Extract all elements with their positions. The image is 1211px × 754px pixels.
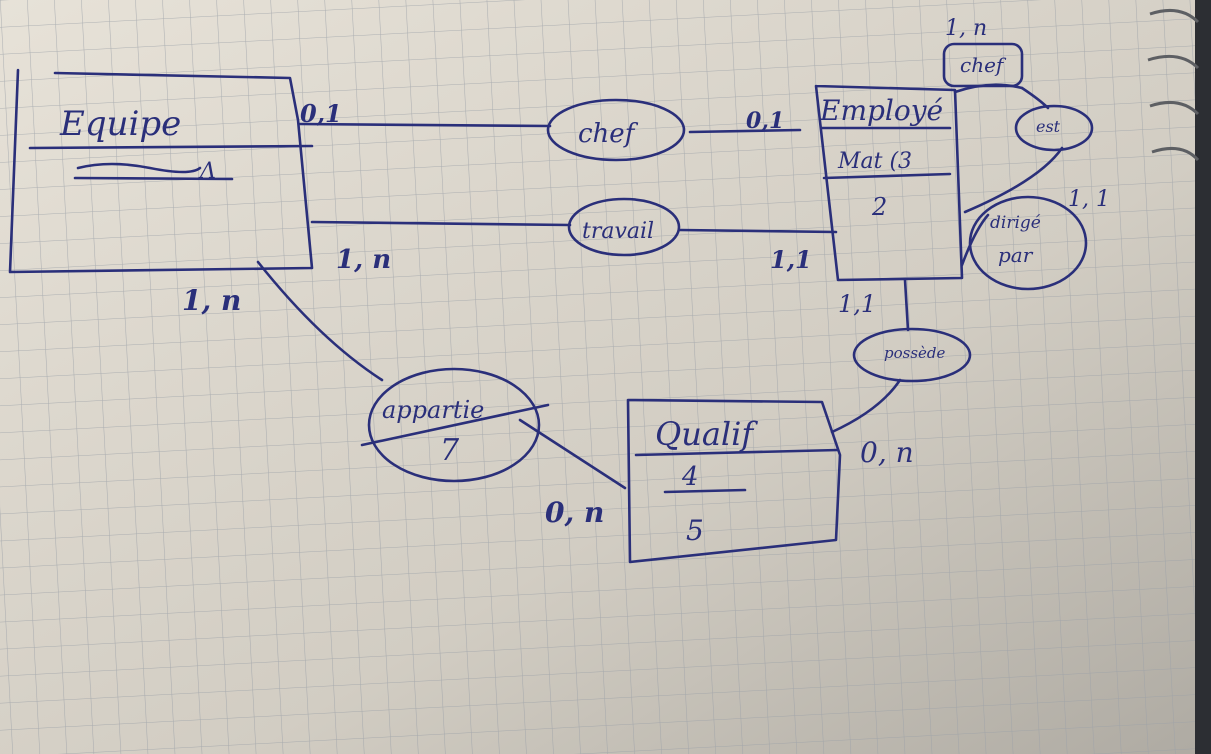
relation-chef-top-label: chef (960, 53, 1007, 77)
relation-chef-label: chef (578, 119, 639, 149)
card-equipe-chef: 0,1 (300, 99, 342, 128)
card-employe-possede: 1,1 (838, 290, 876, 318)
entity-equipe-name: Equipe (59, 104, 181, 144)
card-qualif-possede: 0, n (860, 436, 914, 469)
relation-dirige-par: dirigé par (960, 195, 1088, 291)
entity-qualif-attr-2: 5 (686, 514, 704, 547)
identifier-underline (73, 176, 234, 181)
entity-employe-attr-2: 2 (871, 193, 887, 221)
card-qualif-appartient: 0, n (545, 496, 604, 529)
relation-appartient: appartie 7 (256, 260, 627, 490)
entity-employe-attr-1: Mat (3 (837, 149, 912, 174)
entity-employe-name: Employé (819, 94, 943, 127)
relation-appartient-label: appartie (382, 396, 484, 424)
entity-equipe: Equipe Λ (8, 68, 314, 274)
cardinality-labels: 0,1 0,1 1, n 1,1 1, n 1, n 1, 1 1,1 0, n… (182, 16, 1110, 529)
relation-appartient-attr: 7 (440, 433, 460, 468)
card-employe-dirige: 1, 1 (1068, 187, 1110, 212)
notebook-edge (1195, 0, 1211, 754)
relation-possede-label: possède (884, 344, 946, 362)
entity-qualif-attr-1: 4 (681, 462, 699, 492)
entity-qualif: Qualif 4 5 (626, 398, 842, 564)
card-employe-est: 1, n (945, 16, 987, 41)
relation-travail-label: travail (582, 219, 654, 244)
relation-est-label: est (1036, 117, 1061, 136)
relation-possede: possède (830, 278, 972, 434)
card-employe-chef: 0,1 (746, 108, 784, 134)
card-equipe-appartient: 1, n (182, 284, 241, 317)
crossed-out-attribute (76, 162, 202, 174)
entity-equipe-attr: Λ (198, 159, 216, 184)
entity-qualif-name: Qualif (655, 415, 758, 453)
spiral-binding (1147, 8, 1200, 162)
relation-dirige-label-1: dirigé (990, 213, 1041, 233)
relation-est: chef est (942, 42, 1094, 214)
entity-employe: Employé Mat (3 2 (814, 84, 964, 282)
relation-chef: chef (298, 98, 802, 162)
relation-dirige-label-2: par (998, 243, 1034, 267)
card-employe-travail: 1,1 (770, 245, 812, 274)
card-equipe-travail: 1, n (336, 245, 391, 275)
relation-travail: travail (310, 197, 838, 257)
